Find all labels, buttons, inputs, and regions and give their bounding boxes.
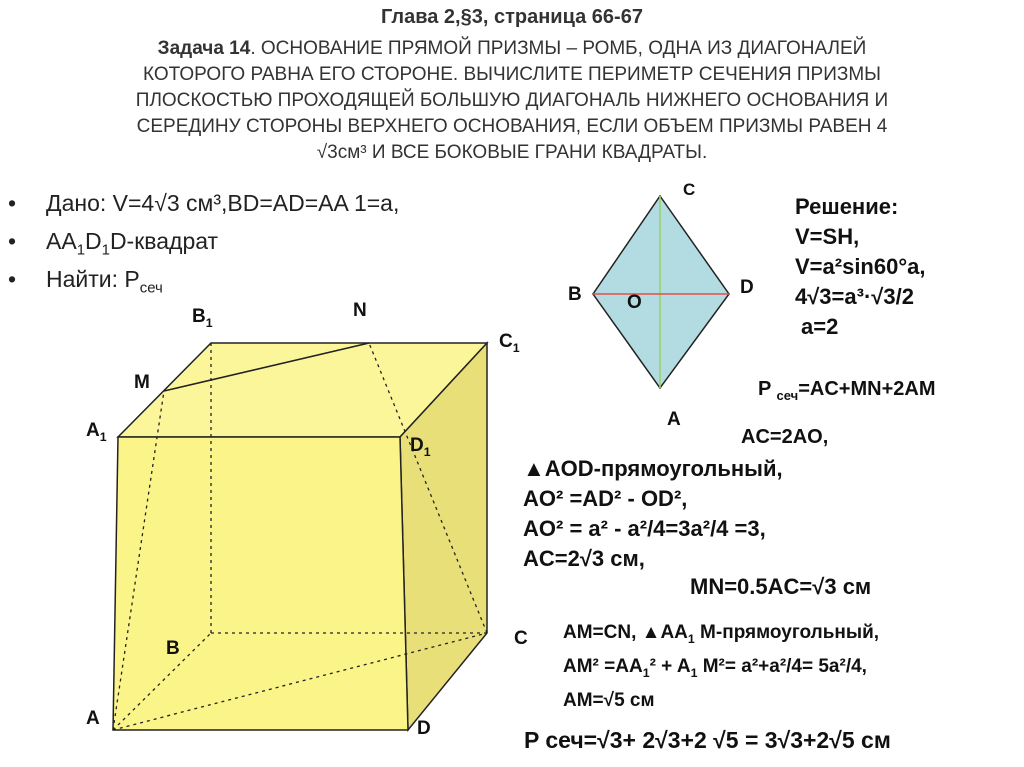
label-b: B bbox=[166, 638, 180, 659]
solution-line-3: 4√3=a³·√3/2 bbox=[795, 284, 914, 309]
rhombus-base bbox=[592, 194, 730, 390]
label-c: C bbox=[514, 628, 528, 649]
ac-formula: AC=2AO, bbox=[741, 426, 829, 448]
final-answer: P сеч=√3+ 2√3+2 √5 = 3√3+2√5 см bbox=[524, 727, 891, 753]
am-line-1: AM=CN, ▲AA1 M-прямоугольный, bbox=[563, 622, 880, 646]
solution-line-1: V=SH, bbox=[795, 224, 860, 249]
solution-line-4: a=2 bbox=[801, 314, 839, 339]
section-edge-am bbox=[112, 390, 165, 731]
aod-line-4: AC=2√3 см, bbox=[523, 546, 645, 571]
am-block: AM=CN, ▲AA1 M-прямоугольный, AM² =AA1² +… bbox=[563, 619, 879, 715]
section-edge-mn bbox=[163, 342, 370, 392]
task-line-5: √3см³ И ВСЕ БОКОВЫЕ ГРАНИ КВАДРАТЫ. bbox=[316, 142, 708, 163]
task-line-3: ПЛОСКОСТЬЮ ПРОХОДЯЩЕЙ БОЛЬШУЮ ДИАГОНАЛЬ … bbox=[135, 90, 889, 111]
aod-line-3: AO² = a² - a²/4=3a²/4 =3, bbox=[523, 516, 766, 541]
task-label: Задача 14 bbox=[157, 38, 251, 59]
given-item-2: •AA1D1D-квадрат bbox=[8, 228, 219, 259]
given-list: •Дано: V=4√3 см³,BD=AD=AA 1=a, •AA1D1D-к… bbox=[8, 190, 399, 304]
label-n: N bbox=[353, 300, 367, 321]
rhombus-label-a: A bbox=[667, 409, 681, 430]
task-line-1: Задача 14. ОСНОВАНИЕ ПРЯМОЙ ПРИЗМЫ – РОМ… bbox=[157, 38, 867, 59]
aod-line-2: AO² =AD² - OD², bbox=[523, 486, 688, 511]
section-diagonal-ac bbox=[112, 632, 488, 731]
label-c1: C1 bbox=[499, 331, 520, 355]
label-b1: B1 bbox=[192, 306, 213, 330]
am-line-2: AM² =AA1² + A1 M²= a²+a²/4= 5a²/4, bbox=[563, 655, 867, 680]
label-m: M bbox=[134, 372, 150, 393]
hidden-edge-ab bbox=[112, 632, 212, 731]
task-line-2: КОТОРОГО РАВНА ЕГО СТОРОНЕ. ВЫЧИСЛИТЕ ПЕ… bbox=[143, 64, 881, 85]
label-d1: D1 bbox=[410, 435, 431, 459]
slide-title: Глава 2,§3, страница 66-67 bbox=[381, 6, 643, 28]
aod-block: ▲AOD-прямоугольный, AO² =AD² - OD², AO² … bbox=[523, 454, 783, 574]
label-a1: A1 bbox=[86, 420, 107, 444]
find-item: •Найти: Pсеч bbox=[8, 266, 163, 297]
task-statement: Задача 14. ОСНОВАНИЕ ПРЯМОЙ ПРИЗМЫ – РОМ… bbox=[0, 36, 1024, 166]
prism-front-face bbox=[112, 436, 409, 731]
task-line-4: СЕРЕДИНУ СТОРОНЫ ВЕРХНЕГО ОСНОВАНИЯ, ЕСЛ… bbox=[136, 116, 888, 137]
solution-block: Решение: V=SH, V=a²sin60°a, 4√3=a³·√3/2 … bbox=[795, 192, 926, 342]
label-a: A bbox=[86, 708, 100, 729]
mn-formula: MN=0.5AC=√3 см bbox=[690, 574, 872, 599]
section-edge-cn bbox=[368, 342, 488, 634]
am-line-3: AM=√5 см bbox=[563, 689, 655, 711]
rhombus-label-c: C bbox=[683, 180, 696, 199]
aod-line-1: ▲AOD-прямоугольный, bbox=[523, 456, 783, 481]
given-item-1: •Дано: V=4√3 см³,BD=AD=AA 1=a, bbox=[8, 190, 400, 216]
solution-heading: Решение: bbox=[795, 194, 899, 219]
rhombus-label-o: O bbox=[627, 292, 642, 313]
solution-line-2: V=a²sin60°a, bbox=[795, 254, 926, 279]
label-d: D bbox=[417, 718, 431, 739]
rhombus-label-d: D bbox=[740, 277, 754, 298]
perimeter-formula: P сеч=AC+MN+2AM bbox=[758, 378, 936, 403]
rhombus-label-b: B bbox=[568, 284, 582, 305]
